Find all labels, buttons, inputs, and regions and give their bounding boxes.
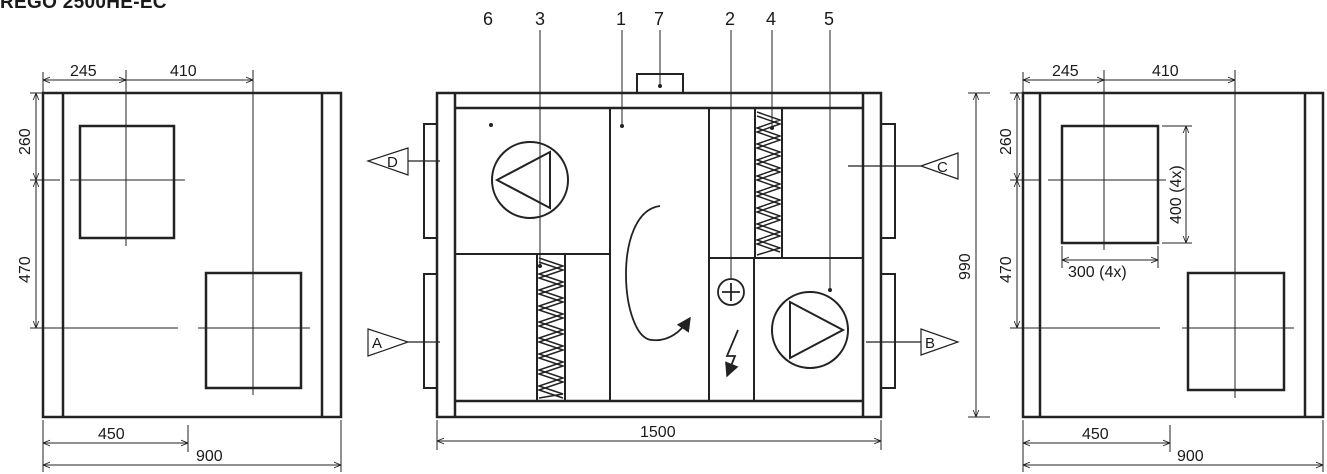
port-marker-a	[367, 328, 410, 357]
right-dim-bottom-full: 900	[1177, 448, 1204, 465]
flange-d	[423, 123, 438, 239]
filter-lower	[536, 253, 566, 402]
left-view-upper-opening	[78, 124, 176, 240]
rotary-exchanger-rotation-icon	[625, 205, 691, 342]
right-dim-bottom-half: 450	[1082, 426, 1109, 443]
port-label-a: A	[372, 335, 382, 352]
right-dim-side-mid: 470	[998, 256, 1015, 283]
callout-1: 1	[616, 9, 626, 29]
fan-supply-icon	[491, 141, 569, 219]
port-label-b: B	[925, 335, 935, 352]
left-view-casing	[41, 91, 343, 419]
callout-4: 4	[766, 9, 776, 29]
right-view-upper-opening	[1060, 124, 1160, 245]
left-dim-top-right: 410	[170, 63, 197, 80]
front-view	[366, 30, 990, 450]
port-label-d: D	[387, 154, 398, 171]
right-dim-opening-height: 400 (4x)	[1168, 165, 1185, 224]
left-side-view	[30, 70, 343, 472]
port-label-c: C	[937, 159, 948, 176]
right-dim-side-top: 260	[998, 128, 1015, 155]
right-dim-opening-width: 300 (4x)	[1068, 264, 1127, 281]
callout-5: 5	[824, 9, 834, 29]
filter-upper	[754, 107, 783, 259]
left-dim-side-mid: 470	[17, 256, 34, 283]
right-dim-top-left: 245	[1052, 63, 1079, 80]
fan-extract-icon	[771, 291, 849, 369]
right-dim-top-right: 410	[1152, 63, 1179, 80]
flange-c	[880, 123, 896, 239]
flange-b	[880, 273, 896, 389]
flange-a	[423, 273, 438, 389]
callout-7: 7	[654, 9, 664, 29]
electric-bolt-icon	[725, 329, 739, 378]
left-dim-bottom-full: 900	[196, 448, 223, 465]
front-dim-height: 990	[957, 253, 974, 280]
left-dim-side-top: 260	[17, 128, 34, 155]
left-dim-top-left: 245	[70, 63, 97, 80]
right-view-casing	[1021, 91, 1325, 419]
left-dim-bottom-half: 450	[98, 426, 125, 443]
front-dim-width: 1500	[640, 424, 676, 441]
drawing-title: REGO 2500HE-EC	[0, 0, 167, 13]
right-view-lower-opening	[1186, 271, 1286, 392]
callout-3: 3	[535, 9, 545, 29]
callout-2: 2	[725, 9, 735, 29]
right-side-view	[1010, 70, 1325, 472]
heater-icon	[717, 278, 745, 306]
port-marker-c	[919, 152, 959, 180]
callout-6: 6	[483, 9, 493, 29]
